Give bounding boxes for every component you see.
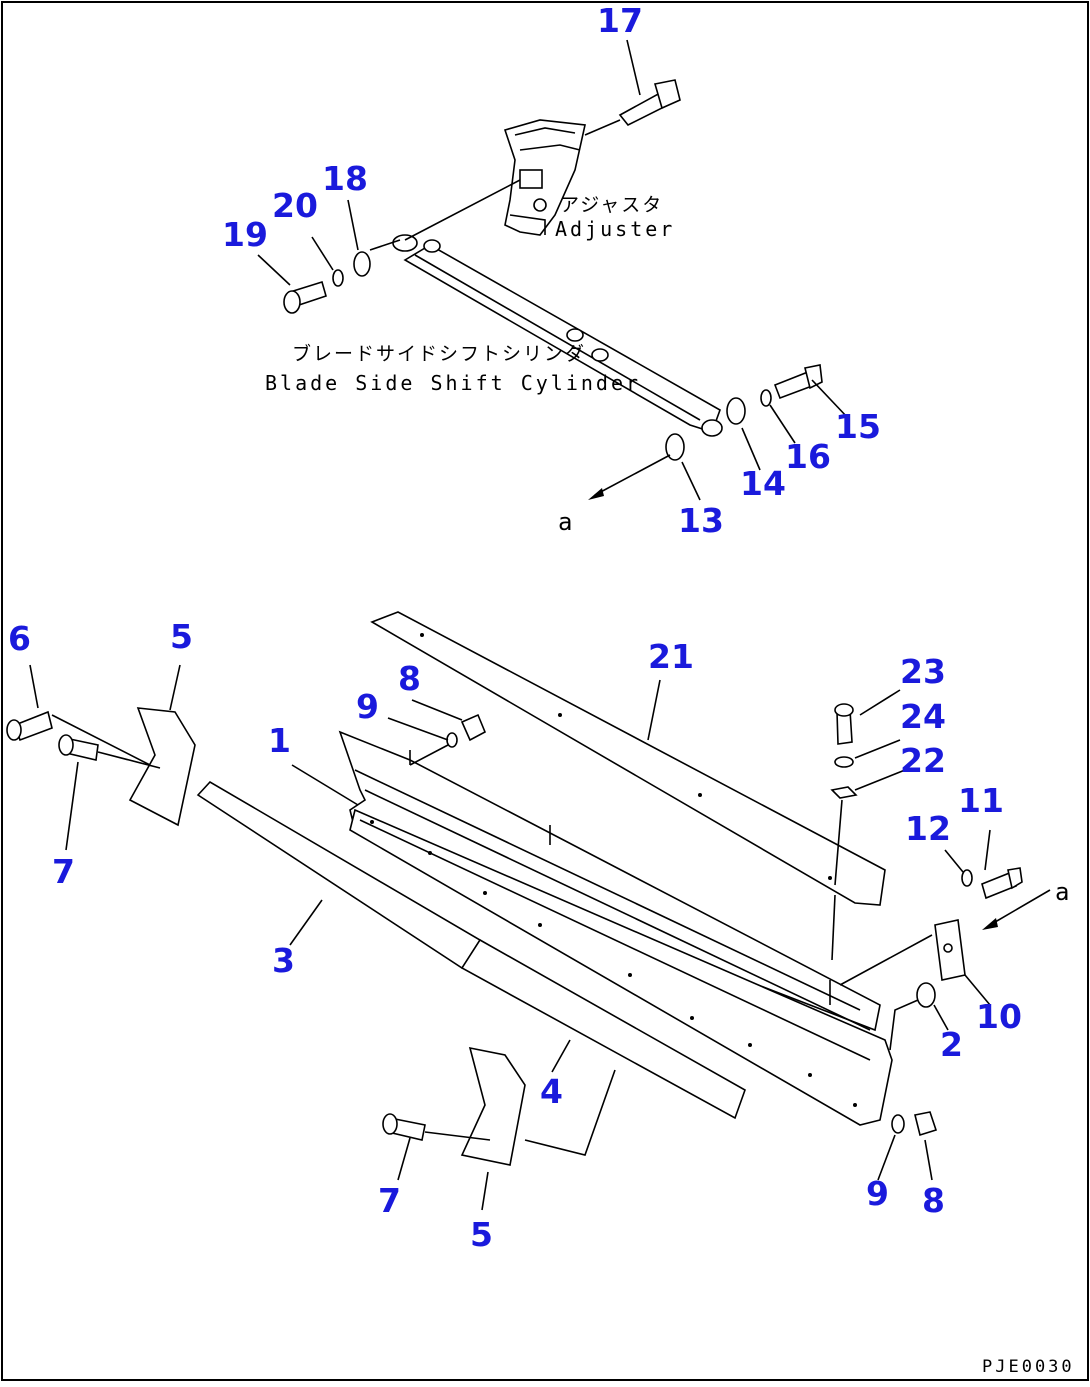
ref-a-top: a: [558, 508, 575, 536]
plate-22: [830, 786, 858, 799]
nut-8-upper: [409, 713, 487, 766]
lock-washer-16: [760, 389, 772, 407]
bolt-2: [889, 982, 936, 1051]
adjuster-en-label: Adjuster: [555, 217, 675, 241]
callout-17: 17: [597, 1, 643, 40]
nut-8-lower: [891, 1111, 938, 1137]
washer-14: [726, 397, 746, 425]
lock-washer-20: [332, 269, 344, 287]
leader-lines: [29, 39, 991, 1211]
bolt-7-right: [382, 1113, 491, 1141]
callout-8-lower: 8: [922, 1181, 945, 1220]
callout-6: 6: [8, 619, 31, 658]
end-bit-5-left: [128, 707, 196, 827]
adjuster-jp-label: アジャスタ: [560, 194, 663, 216]
callout-9-lower: 9: [866, 1174, 889, 1213]
side-shift-cylinder-assembly: [283, 79, 823, 500]
plate-21: [370, 611, 886, 906]
callout-3: 3: [272, 941, 295, 980]
callout-12: 12: [905, 809, 951, 848]
bolt-15: [773, 364, 823, 400]
callout-13: 13: [678, 501, 724, 540]
callout-5-upper: 5: [170, 617, 193, 656]
callout-7-left: 7: [52, 852, 75, 891]
washer-13: [665, 433, 685, 461]
callout-18: 18: [322, 159, 368, 198]
bolt-11: [981, 867, 1023, 900]
callout-8-upper: 8: [398, 659, 421, 698]
callout-9-upper: 9: [356, 687, 379, 726]
cylinder-body: [369, 179, 723, 437]
blade-assembly: [6, 611, 1051, 1166]
washer-18: [353, 251, 371, 277]
cylinder-en-label: Blade Side Shift Cylinder: [265, 371, 641, 395]
bolt-7-left: [58, 734, 161, 769]
callout-16: 16: [785, 437, 831, 476]
callout-19: 19: [222, 215, 268, 254]
callout-11: 11: [958, 781, 1004, 820]
cutting-edge-4: [460, 938, 746, 1120]
reference-arrow-a-top: [594, 454, 671, 496]
callout-10: 10: [976, 997, 1022, 1036]
bolt-23: [834, 703, 854, 745]
callout-21: 21: [648, 637, 694, 676]
ref-a-right: a: [1055, 878, 1072, 906]
callout-15: 15: [835, 407, 881, 446]
blade-body: [349, 808, 893, 1126]
callout-1: 1: [268, 721, 291, 760]
callout-23: 23: [900, 652, 946, 691]
callout-14: 14: [740, 464, 786, 503]
callout-22: 22: [900, 741, 946, 780]
callout-5-lower: 5: [470, 1215, 493, 1254]
bolt-6: [6, 710, 151, 766]
callout-4: 4: [540, 1072, 563, 1111]
bolt-17: [584, 79, 681, 136]
callout-20: 20: [272, 186, 318, 225]
adjuster-part: [503, 119, 586, 236]
washer-24: [834, 756, 854, 768]
washer-12: [961, 869, 973, 887]
blade-frame-1: [338, 730, 881, 1032]
connector-line-5: [524, 1069, 616, 1156]
callout-7-lower: 7: [378, 1181, 401, 1220]
drawing-code: PJE0030: [982, 1357, 1075, 1377]
callout-24: 24: [900, 697, 946, 736]
bolt-19: [283, 280, 327, 314]
reference-arrow-a-right: [989, 889, 1051, 926]
leader-22: [834, 799, 843, 886]
cylinder-jp-label: ブレードサイドシフトシリンダ: [292, 342, 586, 365]
end-bit-5-right: [460, 1046, 526, 1166]
callout-2: 2: [940, 1025, 963, 1064]
